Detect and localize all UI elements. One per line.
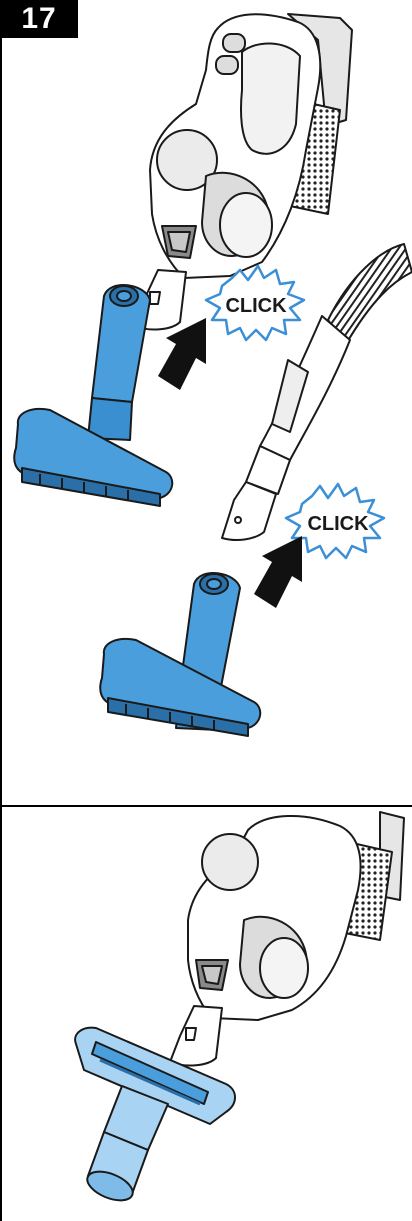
upholstery-nozzle-icon <box>100 573 260 736</box>
vacuum-handle-icon <box>170 812 404 1065</box>
click-label-1: CLICK <box>225 295 287 317</box>
arrow-up-icon <box>254 536 302 608</box>
click-label-2: CLICK <box>307 513 369 535</box>
